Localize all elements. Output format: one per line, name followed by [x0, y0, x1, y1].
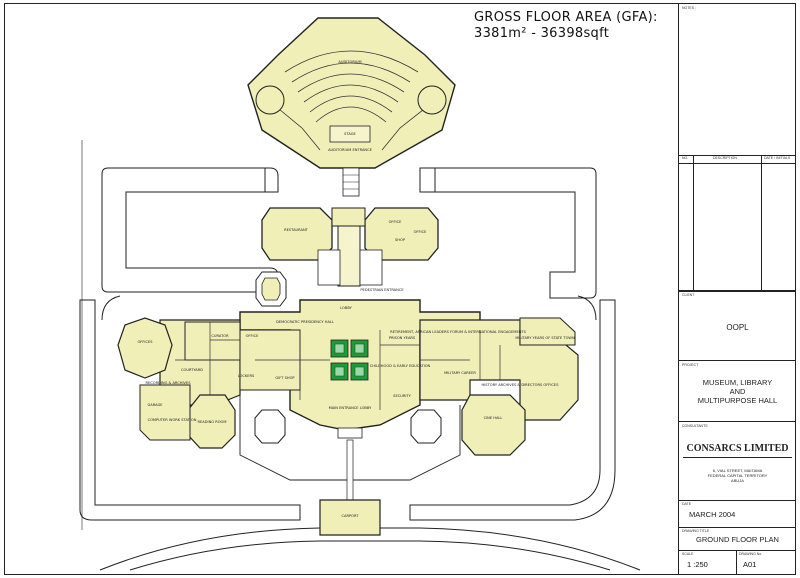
drawing-title-label: DRAWING TITLE [682, 529, 710, 533]
bottom-curve-road-inner [129, 540, 611, 571]
room-label-garage: GARAGE [147, 403, 163, 407]
room-label-pedestrian: PEDESTRIAN ENTRANCE [360, 288, 404, 292]
firm-address-3: ABUJA [731, 478, 744, 483]
revision-description-label: DESCRIPTION [713, 156, 737, 160]
client-name: OOPL [726, 323, 749, 332]
room-label-stage: STAGE [344, 132, 356, 136]
room-label-military-career: MILITARY CAREER [444, 371, 476, 375]
main-museum-block [117, 299, 579, 481]
road-curve-left [101, 295, 121, 321]
room-label-security: SECURITY [393, 394, 411, 398]
room-label-recording: RECORDING & ARCHIVES [145, 381, 191, 385]
date-label: DATE [682, 502, 692, 506]
room-label-democratic: DEMOCRATIC PRESIDENCY HALL [276, 320, 334, 324]
room-label-shop: SHOP [395, 238, 405, 242]
room-label-carport: CARPORT [341, 514, 359, 518]
road-lower-left [79, 299, 301, 521]
road-outline-right [419, 167, 597, 299]
carport-block [319, 439, 381, 536]
consultants-label: CONSULTANTS [682, 424, 708, 428]
road-lower-right [409, 299, 616, 521]
room-label-courtyard: COURTYARD [180, 368, 204, 372]
auditorium-block [247, 17, 456, 197]
gazebo-left [255, 271, 287, 307]
gfa-value: 3381m² - 36398sqft [474, 26, 610, 41]
room-label-cine-hall: CINE HALL [483, 416, 503, 420]
room-label-curator: CURATOR [211, 334, 229, 338]
scale-label: SCALE [682, 552, 694, 556]
room-label-auditorium: AUDITORIUM [338, 60, 362, 64]
central-courtyard-gardens [330, 339, 369, 381]
project-label: PROJECT [682, 363, 699, 367]
room-label-restaurant: RESTAURANT [284, 228, 308, 232]
project-line-3: MULTIPURPOSE HALL [697, 396, 778, 405]
notes-label: NOTES : [682, 6, 697, 10]
room-label-office-a: OFFICE [388, 220, 402, 224]
firm-address-2: FEDERAL CAPITAL TERRITORY [707, 473, 768, 478]
firm-address-1: 6, VIAL STREET, MAITAMA [712, 468, 763, 473]
scale-value: 1 :250 [687, 560, 708, 569]
drawing-title: GROUND FLOOR PLAN [696, 535, 779, 544]
project-line-2: AND [729, 387, 746, 396]
client-label: CLIENT [682, 293, 695, 297]
revision-no-label: NO. [682, 156, 689, 160]
drawing-sheet-border [4, 3, 796, 575]
room-label-lobby: LOBBY [340, 306, 352, 310]
gfa-title: GROSS FLOOR AREA (GFA): [474, 10, 658, 25]
room-label-main-entrance: MAIN ENTRANCE LOBBY [328, 406, 372, 410]
restaurant-block [261, 207, 439, 287]
room-label-office-c: OFFICE [245, 334, 259, 338]
room-label-gift-shop: GIFT SHOP [275, 376, 295, 380]
revision-date-label: DATE / INITIALS [764, 156, 791, 160]
project-line-1: MUSEUM, LIBRARY [702, 378, 773, 387]
room-label-office-b: OFFICE [413, 230, 427, 234]
drawing-number: A01 [743, 560, 757, 569]
room-label-offices: OFFICES [137, 340, 153, 344]
room-label-lockers: LOCKERS [237, 374, 255, 378]
room-label-retirement: RETIREMENT, AFRICAN LEADERS FORUM & INTE… [390, 330, 526, 334]
room-label-history: HISTORY ARCHIVES & DIRECTORS OFFICES [481, 383, 559, 387]
title-block: NOTES : NO. DESCRIPTION DATE / INITIALS … [678, 3, 796, 575]
room-label-reading: READING ROOM [197, 420, 227, 424]
road-curve-right [577, 295, 597, 321]
room-label-military: MILITARY YEARS OF STATE TOWN [515, 336, 575, 340]
drawing-number-label: DRAWING No. [739, 552, 763, 556]
room-label-computer: COMPUTER WORK STATION [147, 418, 197, 422]
room-label-auditorium-entrance: AUDITORIUM ENTRANCE [328, 148, 372, 152]
date-value: MARCH 2004 [689, 510, 736, 519]
room-label-prison-years: PRISON YEARS [388, 336, 416, 340]
road-outline-left [101, 167, 279, 293]
firm-name: CONSARCS LIMITED [686, 443, 789, 454]
room-label-childhood: CHILDHOOD & EARLY EDUCATION [369, 364, 431, 368]
